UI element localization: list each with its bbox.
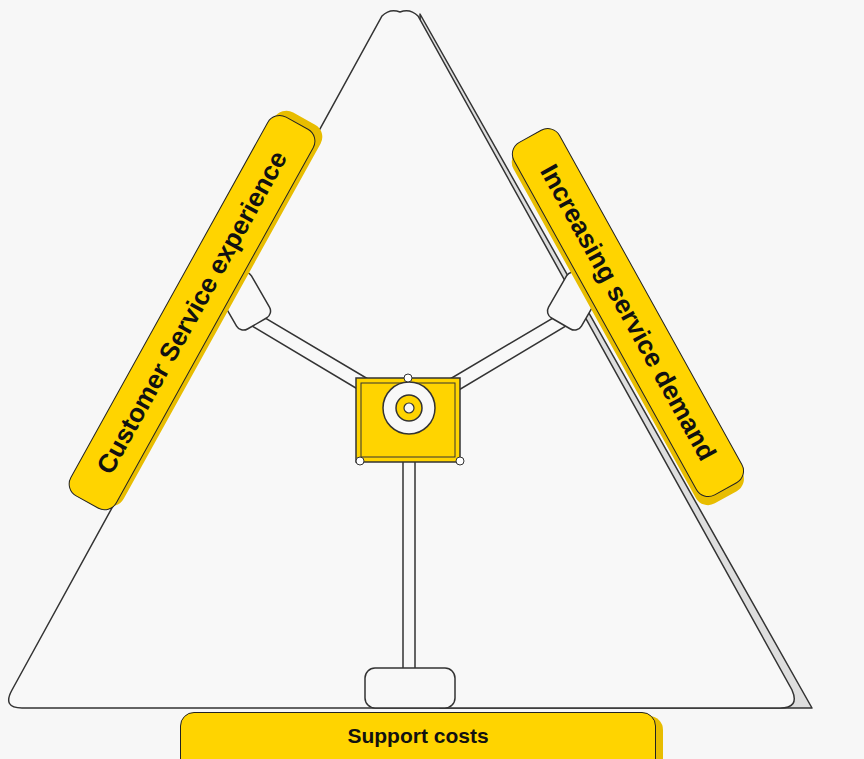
struts: [215, 269, 604, 708]
label-band: Support costs: [180, 712, 656, 759]
band-label: Support costs: [347, 724, 488, 748]
triangle-body: [9, 11, 795, 708]
hub: [356, 374, 464, 465]
